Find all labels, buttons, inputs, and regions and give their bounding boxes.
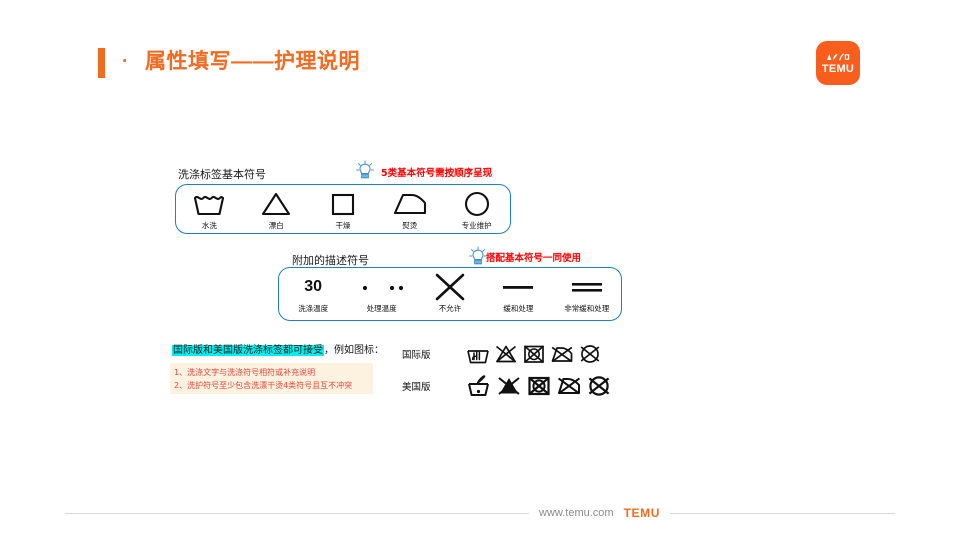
temu-logo: TEMU	[816, 41, 860, 85]
no-tumble-dry-icon	[524, 345, 544, 364]
extra-symbols-row: 30 洗涤温度 处理温度	[279, 268, 621, 320]
note-rule-1: 1、洗涤文字与洗涤符号相符或补充说明	[174, 368, 316, 377]
double-bar-icon	[570, 272, 604, 302]
basic-symbol-item: 专业维护	[446, 189, 508, 231]
extra-symbol-item: 缓和处理	[487, 272, 549, 314]
lightbulb-icon	[354, 160, 376, 180]
basic-symbol-item: 漂白	[245, 189, 307, 231]
symbol-label: 不允许	[438, 304, 462, 313]
hand-wash-tub-icon	[467, 350, 489, 364]
dots-temperature-icon	[356, 272, 408, 302]
basic-symbols-row: 水洗 漂白 干燥	[176, 185, 510, 233]
lightbulb-icon	[467, 246, 489, 266]
no-bleach-triangle-filled-icon	[498, 377, 520, 395]
no-dry-clean-filled-icon	[588, 376, 610, 396]
basic-section-caption: 洗涤标签基本符号	[178, 168, 266, 181]
no-iron-icon	[551, 346, 573, 363]
extra-symbol-item: 不允许	[419, 272, 481, 314]
no-tumble-dry-filled-icon	[528, 376, 550, 396]
extra-section-tip: 搭配基本符号一同使用	[486, 253, 582, 264]
notes-box: 1、洗涤文字与洗涤符号相符或补充说明 2、洗护符号至少包含洗漂干烫4类符号且互不…	[170, 363, 373, 394]
basic-symbol-item: 干燥	[312, 189, 374, 231]
hand-wash-tub-filled-icon	[468, 375, 489, 396]
professional-care-circle-icon	[463, 189, 491, 219]
example-row-label: 美国版	[402, 382, 431, 393]
symbol-label: 缓和处理	[503, 304, 534, 313]
example-row-label: 国际版	[402, 350, 431, 361]
footer-url: www.temu.com	[539, 507, 614, 519]
dry-square-icon	[330, 189, 356, 219]
extra-symbol-item: 30 洗涤温度	[282, 272, 344, 314]
no-bleach-triangle-icon	[495, 345, 517, 363]
notes-highlighted-text: 国际版和美国版洗涤标签都可接受	[172, 345, 324, 356]
basic-symbol-item: 熨烫	[379, 189, 441, 231]
wash-tub-icon	[192, 189, 226, 219]
notes-headline-tail: ，例如图标：	[324, 345, 384, 356]
extra-section-caption: 附加的描述符号	[292, 254, 369, 267]
basic-symbol-item: 水洗	[178, 189, 240, 231]
title-bullet: ·	[122, 51, 129, 72]
slide-footer: www.temu.com TEMU	[0, 503, 960, 523]
basic-symbols-box: 水洗 漂白 干燥	[175, 184, 511, 234]
symbol-label: 非常缓和处理	[564, 304, 610, 313]
symbol-label: 熨烫	[402, 221, 418, 230]
no-iron-filled-icon	[558, 377, 580, 395]
basic-section-tip: 5类基本符号需按顺序呈现	[381, 168, 493, 179]
example-icons-us	[466, 374, 612, 398]
temu-logo-text: TEMU	[821, 62, 855, 75]
iron-icon	[393, 189, 427, 219]
extra-symbols-box: 30 洗涤温度 处理温度	[278, 267, 622, 321]
single-bar-icon	[501, 272, 535, 302]
note-rule-2: 2、洗护符号至少包含洗漂干烫4类符号且互不冲突	[174, 381, 353, 390]
symbol-label: 专业维护	[461, 221, 492, 230]
footer-brand: TEMU	[623, 506, 660, 520]
temperature-number-icon: 30	[304, 272, 322, 302]
footer-rule-right	[669, 512, 895, 514]
notes-headline: 国际版和美国版洗涤标签都可接受，例如图标：	[172, 341, 384, 356]
example-icons-international	[466, 343, 602, 365]
symbol-label: 洗涤温度	[298, 304, 329, 313]
extra-symbol-item: 非常缓和处理	[556, 272, 618, 314]
symbol-label: 漂白	[268, 221, 284, 230]
symbol-label: 处理温度	[366, 304, 397, 313]
temperature-value: 30	[304, 278, 323, 295]
footer-rule-left	[65, 512, 529, 514]
title-accent-bar	[98, 48, 105, 78]
temu-logo-glyphs	[826, 52, 850, 63]
slide-header: · 属性填写——护理说明	[0, 44, 960, 88]
example-row-us: 美国版	[402, 372, 612, 400]
extra-symbol-item: 处理温度	[351, 272, 413, 314]
no-dry-clean-icon	[580, 345, 600, 363]
cross-not-allowed-icon	[433, 272, 467, 302]
page-title: 属性填写——护理说明	[145, 50, 360, 73]
bleach-triangle-icon	[261, 189, 291, 219]
example-row-international: 国际版	[402, 340, 602, 368]
symbol-label: 干燥	[335, 221, 351, 230]
symbol-label: 水洗	[201, 221, 217, 230]
